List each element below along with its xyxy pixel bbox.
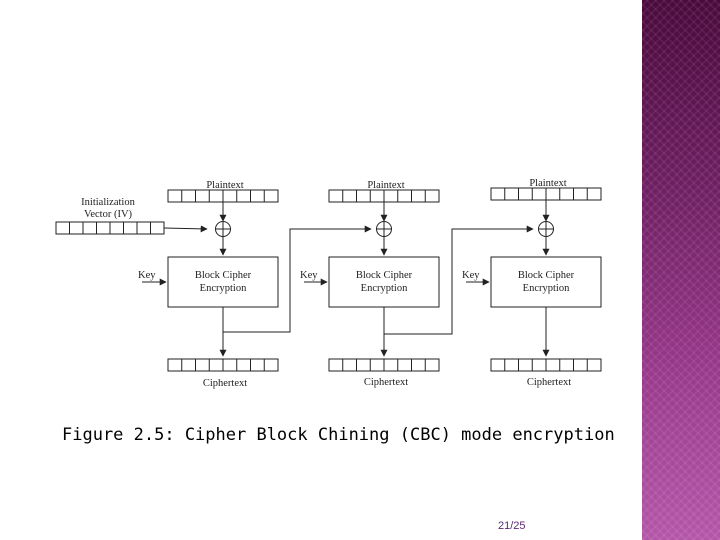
iv-label-line2: Vector (IV)	[84, 209, 133, 220]
chain-connector-2	[384, 225, 534, 335]
block-cipher-label-line2: Encryption	[361, 283, 408, 294]
iv-register	[55, 221, 165, 235]
stage-3: Plaintext Block Cipher Encryption Key	[462, 178, 602, 388]
block-cipher-label-line1: Block Cipher	[518, 270, 575, 281]
xor-icon	[538, 221, 554, 237]
stage-2: Plaintext Block Cipher Encryption Key	[300, 180, 440, 388]
block-cipher-label-line1: Block Cipher	[356, 270, 413, 281]
key-label: Key	[300, 270, 318, 281]
block-cipher-box	[490, 256, 602, 308]
xor-icon	[376, 221, 392, 237]
plaintext-label: Plaintext	[206, 180, 243, 191]
decorative-side-band	[642, 0, 720, 540]
plaintext-register	[328, 189, 440, 203]
iv-label-line1: Initialization	[81, 197, 135, 208]
ciphertext-label: Ciphertext	[364, 377, 408, 388]
stage-1: Plaintext Block Cipher Encryption Key	[138, 180, 279, 389]
page-number: 21/25	[498, 520, 526, 532]
block-cipher-box	[167, 256, 279, 308]
ciphertext-label: Ciphertext	[527, 377, 571, 388]
plaintext-label: Plaintext	[367, 180, 404, 191]
plaintext-label: Plaintext	[529, 178, 566, 189]
ciphertext-label: Ciphertext	[203, 378, 247, 389]
ciphertext-register	[490, 358, 602, 372]
ciphertext-register	[167, 358, 279, 372]
cbc-diagram: Initialization Vector (IV) Plaintext	[55, 178, 602, 389]
iv-to-xor-arrow	[163, 225, 208, 233]
block-cipher-label-line2: Encryption	[523, 283, 570, 294]
plaintext-register	[490, 187, 602, 201]
key-label: Key	[138, 270, 156, 281]
figure-caption: Figure 2.5: Cipher Block Chining (CBC) m…	[62, 425, 615, 445]
block-cipher-label-line1: Block Cipher	[195, 270, 252, 281]
chain-connector-1	[223, 225, 372, 333]
plaintext-register	[167, 189, 279, 203]
xor-icon	[215, 221, 231, 237]
ciphertext-register	[328, 358, 440, 372]
key-label: Key	[462, 270, 480, 281]
block-cipher-box	[328, 256, 440, 308]
block-cipher-label-line2: Encryption	[200, 283, 247, 294]
